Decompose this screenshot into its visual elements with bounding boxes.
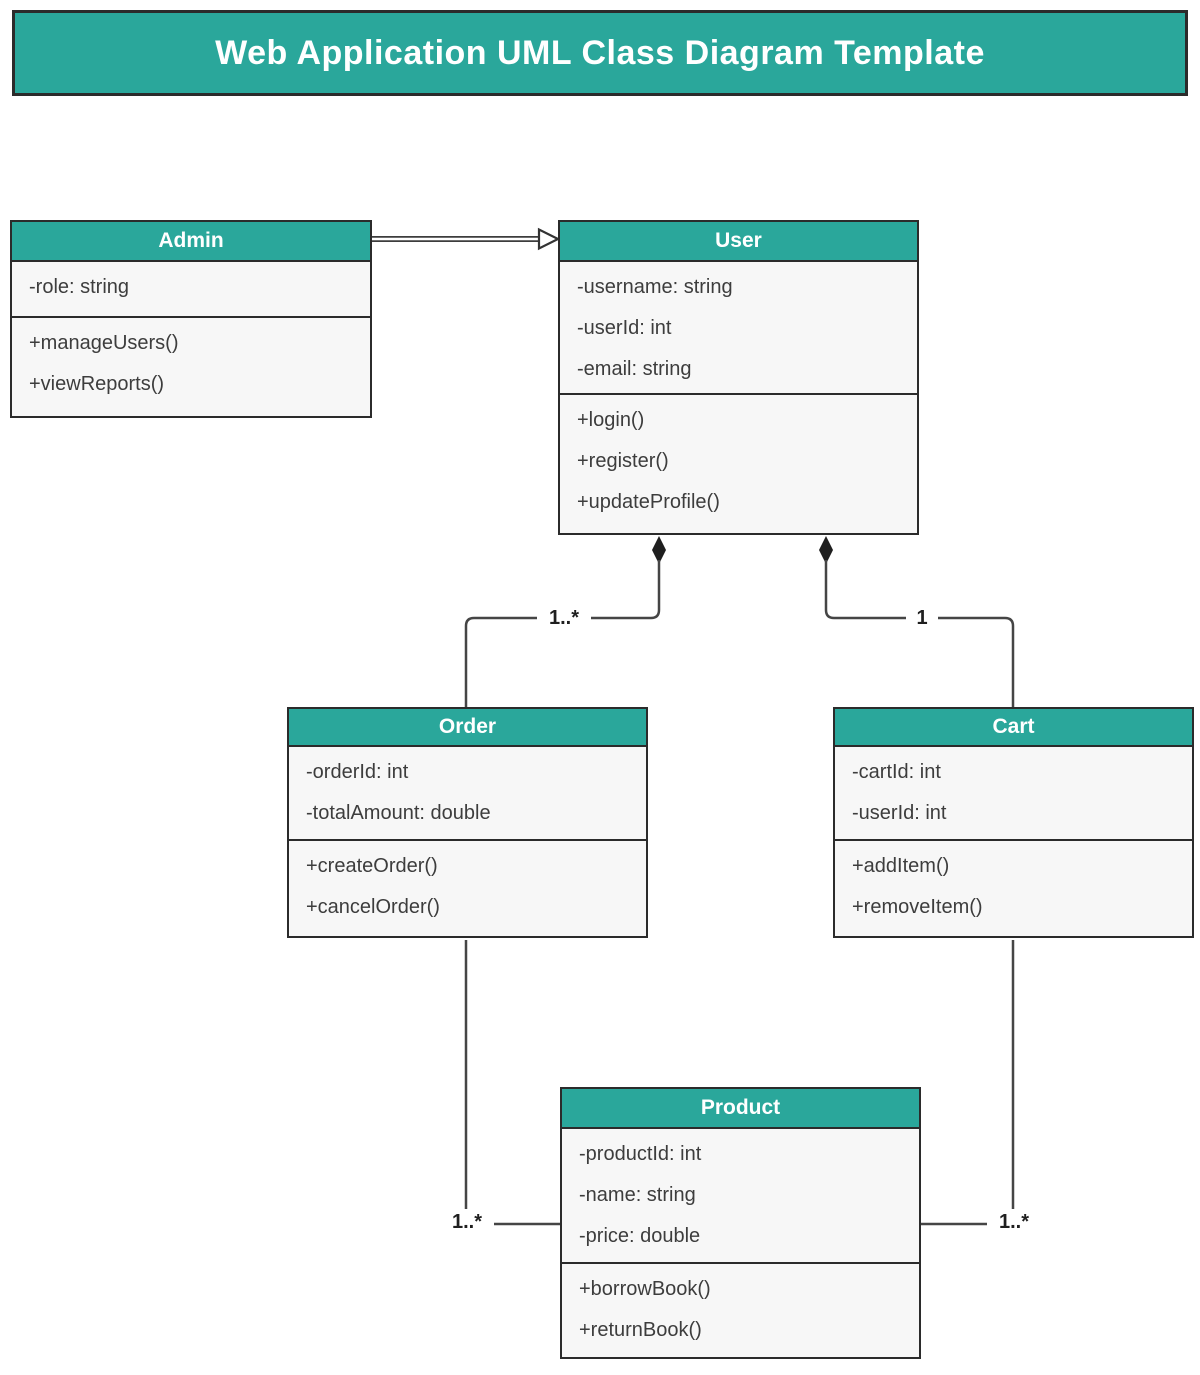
method-row: +returnBook(): [579, 1319, 702, 1341]
attribute-row: -userId: int: [577, 317, 672, 339]
attribute-row: -role: string: [29, 276, 130, 298]
multiplicity-order-product: 1..*: [440, 1209, 494, 1235]
method-row: +createOrder(): [306, 855, 438, 877]
order-methods-section: +createOrder() +cancelOrder(): [289, 839, 646, 936]
method-row: +register(): [577, 450, 669, 472]
order-attributes-section: -orderId: int -totalAmount: double: [289, 747, 646, 839]
class-name-user: User: [560, 222, 917, 262]
attribute-row: -email: string: [577, 358, 692, 380]
composition-diamond: [819, 536, 833, 564]
multiplicity-user-cart: 1: [906, 605, 938, 631]
attribute-row: -price: double: [579, 1225, 701, 1247]
cart-attributes-section: -cartId: int -userId: int: [835, 747, 1192, 839]
diagram-title-banner[interactable]: Web Application UML Class Diagram Templa…: [12, 10, 1188, 96]
class-name-order: Order: [289, 709, 646, 747]
hollow-triangle-arrowhead: [537, 227, 561, 251]
association-order-product[interactable]: [464, 940, 560, 1226]
class-name-admin: Admin: [12, 222, 370, 262]
class-name-product: Product: [562, 1089, 919, 1129]
method-row: +removeItem(): [852, 896, 983, 918]
attribute-row: -orderId: int: [306, 761, 409, 783]
method-row: +cancelOrder(): [306, 896, 440, 918]
user-methods-section: +login() +register() +updateProfile(): [560, 393, 917, 533]
attribute-row: -userId: int: [852, 802, 947, 824]
multiplicity-cart-product: 1..*: [987, 1209, 1041, 1235]
attribute-row: -totalAmount: double: [306, 802, 491, 824]
class-box-cart[interactable]: Cart -cartId: int -userId: int +addItem(…: [833, 707, 1194, 938]
class-box-product[interactable]: Product -productId: int -name: string -p…: [560, 1087, 921, 1359]
admin-attributes-section: -role: string: [12, 262, 370, 316]
association-cart-product[interactable]: [917, 940, 1015, 1226]
method-row: +manageUsers(): [29, 332, 179, 354]
composition-diamond: [652, 536, 666, 564]
method-row: +updateProfile(): [577, 491, 720, 513]
class-name-cart: Cart: [835, 709, 1192, 747]
diagram-title: Web Application UML Class Diagram Templa…: [215, 33, 985, 72]
generalization-admin-user[interactable]: [368, 227, 561, 251]
class-box-admin[interactable]: Admin -role: string +manageUsers() +view…: [10, 220, 372, 418]
class-box-order[interactable]: Order -orderId: int -totalAmount: double…: [287, 707, 648, 938]
method-row: +viewReports(): [29, 373, 165, 395]
cart-methods-section: +addItem() +removeItem(): [835, 839, 1192, 936]
product-attributes-section: -productId: int -name: string -price: do…: [562, 1129, 919, 1262]
attribute-row: -username: string: [577, 276, 733, 298]
user-attributes-section: -username: string -userId: int -email: s…: [560, 262, 917, 393]
attribute-row: -cartId: int: [852, 761, 941, 783]
multiplicity-user-order: 1..*: [537, 605, 591, 631]
method-row: +login(): [577, 409, 645, 431]
method-row: +borrowBook(): [579, 1278, 711, 1300]
attribute-row: -productId: int: [579, 1143, 702, 1165]
class-box-user[interactable]: User -username: string -userId: int -ema…: [558, 220, 919, 535]
product-methods-section: +borrowBook() +returnBook(): [562, 1262, 919, 1357]
attribute-row: -name: string: [579, 1184, 696, 1206]
method-row: +addItem(): [852, 855, 950, 877]
admin-methods-section: +manageUsers() +viewReports(): [12, 316, 370, 416]
